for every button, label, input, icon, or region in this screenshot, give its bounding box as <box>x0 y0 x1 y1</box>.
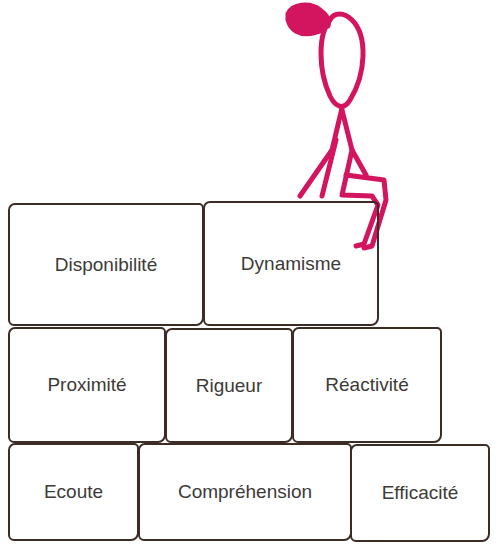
brick-label: Ecoute <box>44 481 103 503</box>
brick-label: Rigueur <box>196 375 263 397</box>
brick-label: Efficacité <box>382 482 459 504</box>
brick-label: Réactivité <box>325 374 408 396</box>
wall-brick: Compréhension <box>138 443 352 541</box>
wall-brick: Rigueur <box>165 328 293 443</box>
wall-brick: Réactivité <box>292 327 442 443</box>
wall-brick: Efficacité <box>350 444 490 542</box>
brick-label: Proximité <box>47 374 126 396</box>
brick-label: Disponibilité <box>55 254 157 276</box>
wall-brick: Proximité <box>8 327 166 443</box>
brick-label: Dynamisme <box>241 253 341 275</box>
wall-brick: Disponibilité <box>8 203 204 326</box>
wall-brick: Ecoute <box>8 443 139 541</box>
wall-brick: Dynamisme <box>203 201 379 326</box>
brick-label: Compréhension <box>178 481 312 503</box>
